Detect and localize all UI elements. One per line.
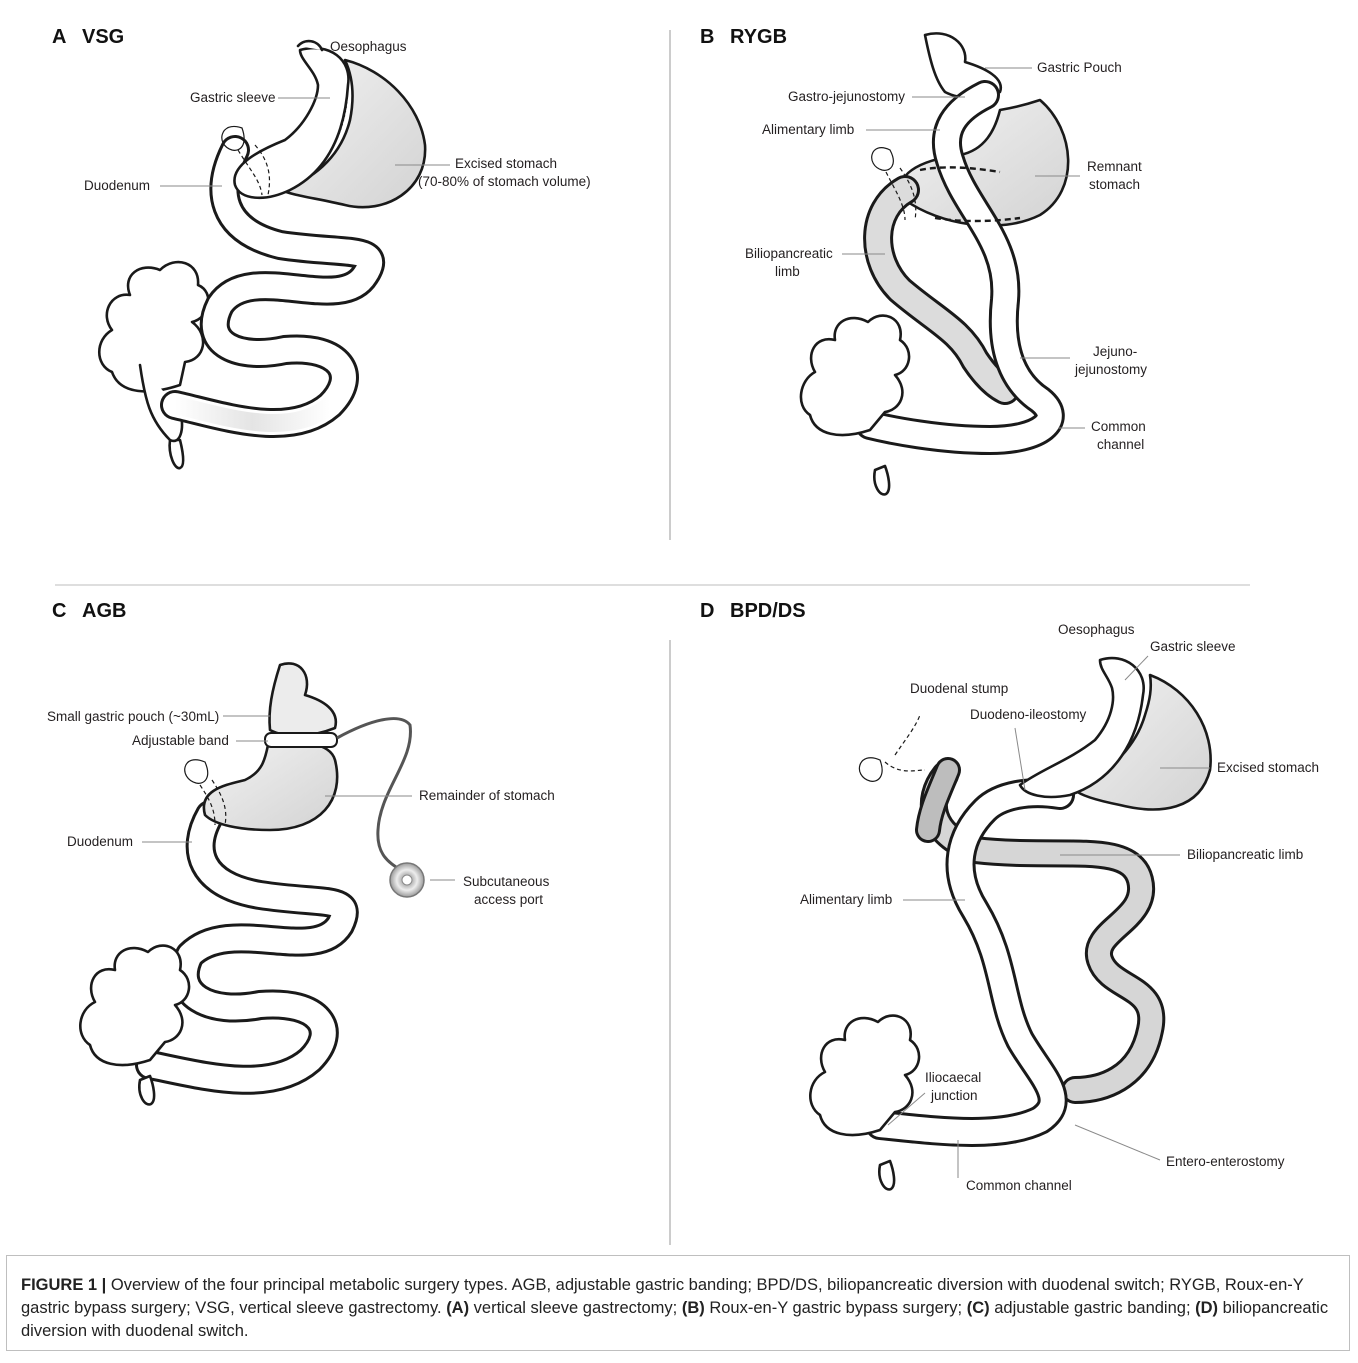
panel-c-tubing bbox=[337, 719, 410, 875]
panel-d-label-bilio-limb: Biliopancreatic limb bbox=[1187, 847, 1303, 862]
panel-a-label-oesophagus: Oesophagus bbox=[330, 39, 407, 54]
panel-d-label-oesophagus: Oesophagus bbox=[1058, 622, 1135, 637]
panel-d-label-ilio-2: junction bbox=[930, 1088, 978, 1103]
panel-d-label-ilio-1: Iliocaecal bbox=[925, 1070, 981, 1085]
panel-d-label-alimentary-limb: Alimentary limb bbox=[800, 892, 892, 907]
panel-b-label-gastric-pouch: Gastric Pouch bbox=[1037, 60, 1122, 75]
panel-c-gallbladder bbox=[185, 760, 208, 784]
panel-b-label-alimentary-limb: Alimentary limb bbox=[762, 122, 854, 137]
panel-d-label-duodenal-stump: Duodenal stump bbox=[910, 681, 1008, 696]
caption-d-key: (D) bbox=[1195, 1299, 1218, 1317]
panel-c-label-adjustable-band: Adjustable band bbox=[132, 733, 229, 748]
panel-c-title: AGB bbox=[82, 600, 126, 622]
panel-c-appendix bbox=[139, 1076, 154, 1104]
panel-c-small-gastric-pouch bbox=[269, 663, 335, 735]
panel-b-label-remnant-2: stomach bbox=[1089, 177, 1140, 192]
panel-a-colon bbox=[99, 262, 208, 391]
caption-c-key: (C) bbox=[967, 1299, 990, 1317]
panel-c-agb: C AGB Small gastric pouch (~30mL) Adjust… bbox=[47, 600, 555, 1104]
caption-c-text: adjustable gastric banding; bbox=[990, 1299, 1195, 1317]
panel-d-appendix bbox=[879, 1161, 894, 1189]
panel-b-label-bilio-1: Biliopancreatic bbox=[745, 246, 833, 261]
panel-d-letter: D bbox=[700, 600, 714, 622]
panel-a-letter: A bbox=[52, 26, 66, 48]
panel-d-label-duodeno-ileostomy: Duodeno-ileostomy bbox=[970, 707, 1087, 722]
panel-d-ducts bbox=[885, 715, 925, 771]
caption-a-key: (A) bbox=[446, 1299, 469, 1317]
panel-b-label-remnant-1: Remnant bbox=[1087, 159, 1142, 174]
caption-figure-label: FIGURE 1 | bbox=[21, 1276, 106, 1294]
panel-d-title: BPD/DS bbox=[730, 600, 806, 622]
panel-c-remainder-stomach bbox=[204, 743, 337, 830]
panel-a-label-duodenum: Duodenum bbox=[84, 178, 150, 193]
panel-c-letter: C bbox=[52, 600, 66, 622]
panel-c-label-duodenum: Duodenum bbox=[67, 834, 133, 849]
caption-b-text: Roux-en-Y gastric bypass surgery; bbox=[705, 1299, 967, 1317]
panel-b-label-jj-1: Jejuno- bbox=[1093, 344, 1137, 359]
panel-d-bpd-ds: D BPD/DS Oesophagus Gastric sleeve Duode… bbox=[700, 600, 1319, 1193]
panel-b-label-common-1: Common bbox=[1091, 419, 1146, 434]
panel-a-appendix bbox=[170, 440, 184, 468]
panel-a-vsg: A VSG Oesophagus Gastric sleeve Excised … bbox=[52, 26, 591, 468]
panel-a-label-excised-2: (70-80% of stomach volume) bbox=[418, 174, 591, 189]
panel-c-colon bbox=[80, 946, 189, 1065]
panel-b-label-bilio-2: limb bbox=[775, 264, 800, 279]
figure-caption: FIGURE 1 | Overview of the four principa… bbox=[6, 1255, 1350, 1351]
panel-b-appendix bbox=[874, 466, 889, 494]
panel-d-label-gastric-sleeve: Gastric sleeve bbox=[1150, 639, 1236, 654]
figure-canvas: A VSG Oesophagus Gastric sleeve Excised … bbox=[0, 0, 1358, 1250]
panel-a-label-gastric-sleeve: Gastric sleeve bbox=[190, 90, 276, 105]
panel-b-label-common-2: channel bbox=[1097, 437, 1144, 452]
panel-c-label-port-1: Subcutaneous bbox=[463, 874, 550, 889]
caption-a-text: vertical sleeve gastrectomy; bbox=[469, 1299, 682, 1317]
panel-c-label-port-2: access port bbox=[474, 892, 543, 907]
panel-a-label-excised-1: Excised stomach bbox=[455, 156, 557, 171]
panel-c-adjustable-band bbox=[265, 733, 337, 747]
panel-b-label-gastro-jejunostomy: Gastro-jejunostomy bbox=[788, 89, 905, 104]
panel-d-label-common-channel: Common channel bbox=[966, 1178, 1072, 1193]
panel-d-gallbladder bbox=[859, 758, 882, 782]
panel-c-label-remainder: Remainder of stomach bbox=[419, 788, 555, 803]
panel-b-gallbladder bbox=[872, 148, 894, 171]
panel-c-label-small-pouch: Small gastric pouch (~30mL) bbox=[47, 709, 219, 724]
panel-b-title: RYGB bbox=[730, 26, 787, 48]
panel-b-rygb: B RYGB Gastric Pouch Gastro-jejunostomy … bbox=[700, 26, 1147, 494]
panel-a-title: VSG bbox=[82, 26, 124, 48]
panel-d-label-excised-stomach: Excised stomach bbox=[1217, 760, 1319, 775]
panel-d-label-entero: Entero-enterostomy bbox=[1166, 1154, 1285, 1169]
panel-d-leader-entero bbox=[1075, 1125, 1160, 1160]
caption-b-key: (B) bbox=[682, 1299, 705, 1317]
panel-b-label-jj-2: jejunostomy bbox=[1074, 362, 1147, 377]
panel-b-letter: B bbox=[700, 26, 714, 48]
